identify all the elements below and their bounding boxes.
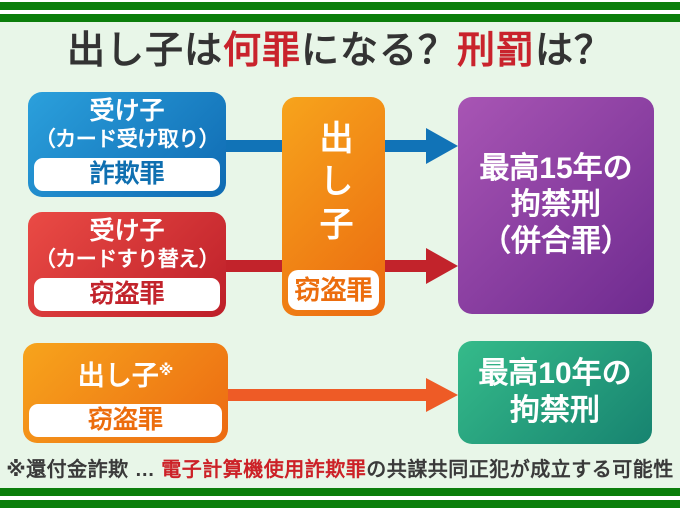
title-segment: は？ — [535, 30, 614, 72]
orange-arrow-line — [226, 389, 428, 401]
orange-arrow-head-icon — [426, 378, 458, 412]
box-penalty-10-years: 最高10年の 拘禁刑 — [458, 341, 652, 444]
box-dashiko-refund-fraud: 出し子※ 窃盗罪 — [23, 343, 228, 443]
red-arrow-head-icon — [426, 248, 458, 284]
blue-arrow-head-icon — [426, 128, 458, 164]
frame-bottom-border — [0, 488, 680, 510]
role-name: 受け子 — [89, 97, 165, 125]
page-title: 出し子は何罪になる？刑罰は？ — [0, 26, 680, 76]
box-dashiko-center: 出し子 窃盗罪 — [282, 97, 385, 316]
title-segment: になる？ — [300, 30, 457, 72]
footnote-mark: ※ — [158, 362, 174, 379]
box-penalty-15-years: 最高15年の 拘禁刑 （併合罪） — [458, 97, 654, 314]
footnote-suffix: の共謀共同正犯が成立する可能性 — [366, 459, 674, 481]
role-name-vertical: 出し子 — [314, 120, 352, 249]
penalty-line: 最高15年の — [479, 151, 633, 185]
footnote-highlight: 電子計算機使用詐欺罪 — [161, 459, 367, 481]
role-name: 出し子 — [77, 361, 159, 391]
crime-label-theft: 窃盗罪 — [29, 404, 222, 437]
penalty-line: 拘禁刑 — [510, 393, 600, 427]
crime-label-theft: 窃盗罪 — [34, 278, 220, 311]
crime-label-theft: 窃盗罪 — [288, 270, 379, 310]
role-method: （カードすり替え） — [34, 248, 220, 271]
role-name: 受け子 — [89, 217, 165, 245]
title-segment: 出し子は — [66, 30, 223, 72]
penalty-line: 最高10年の — [478, 356, 632, 390]
title-accent-segment: 何罪 — [222, 30, 301, 72]
frame-top-border — [0, 0, 680, 22]
footnote-prefix: ※還付金詐欺 … — [6, 459, 162, 481]
title-accent-segment: 刑罰 — [457, 30, 536, 72]
footnote: ※還付金詐欺 … 電子計算機使用詐欺罪の共謀共同正犯が成立する可能性 — [0, 453, 680, 482]
box-ukeko-card-swap: 受け子 （カードすり替え） 窃盗罪 — [28, 212, 226, 317]
box-ukeko-card-receive: 受け子 （カード受け取り） 詐欺罪 — [28, 92, 226, 197]
penalty-line: （併合罪） — [481, 224, 631, 258]
crime-label-fraud: 詐欺罪 — [34, 158, 220, 191]
penalty-line: 拘禁刑 — [511, 188, 601, 222]
role-method: （カード受け取り） — [34, 128, 220, 151]
